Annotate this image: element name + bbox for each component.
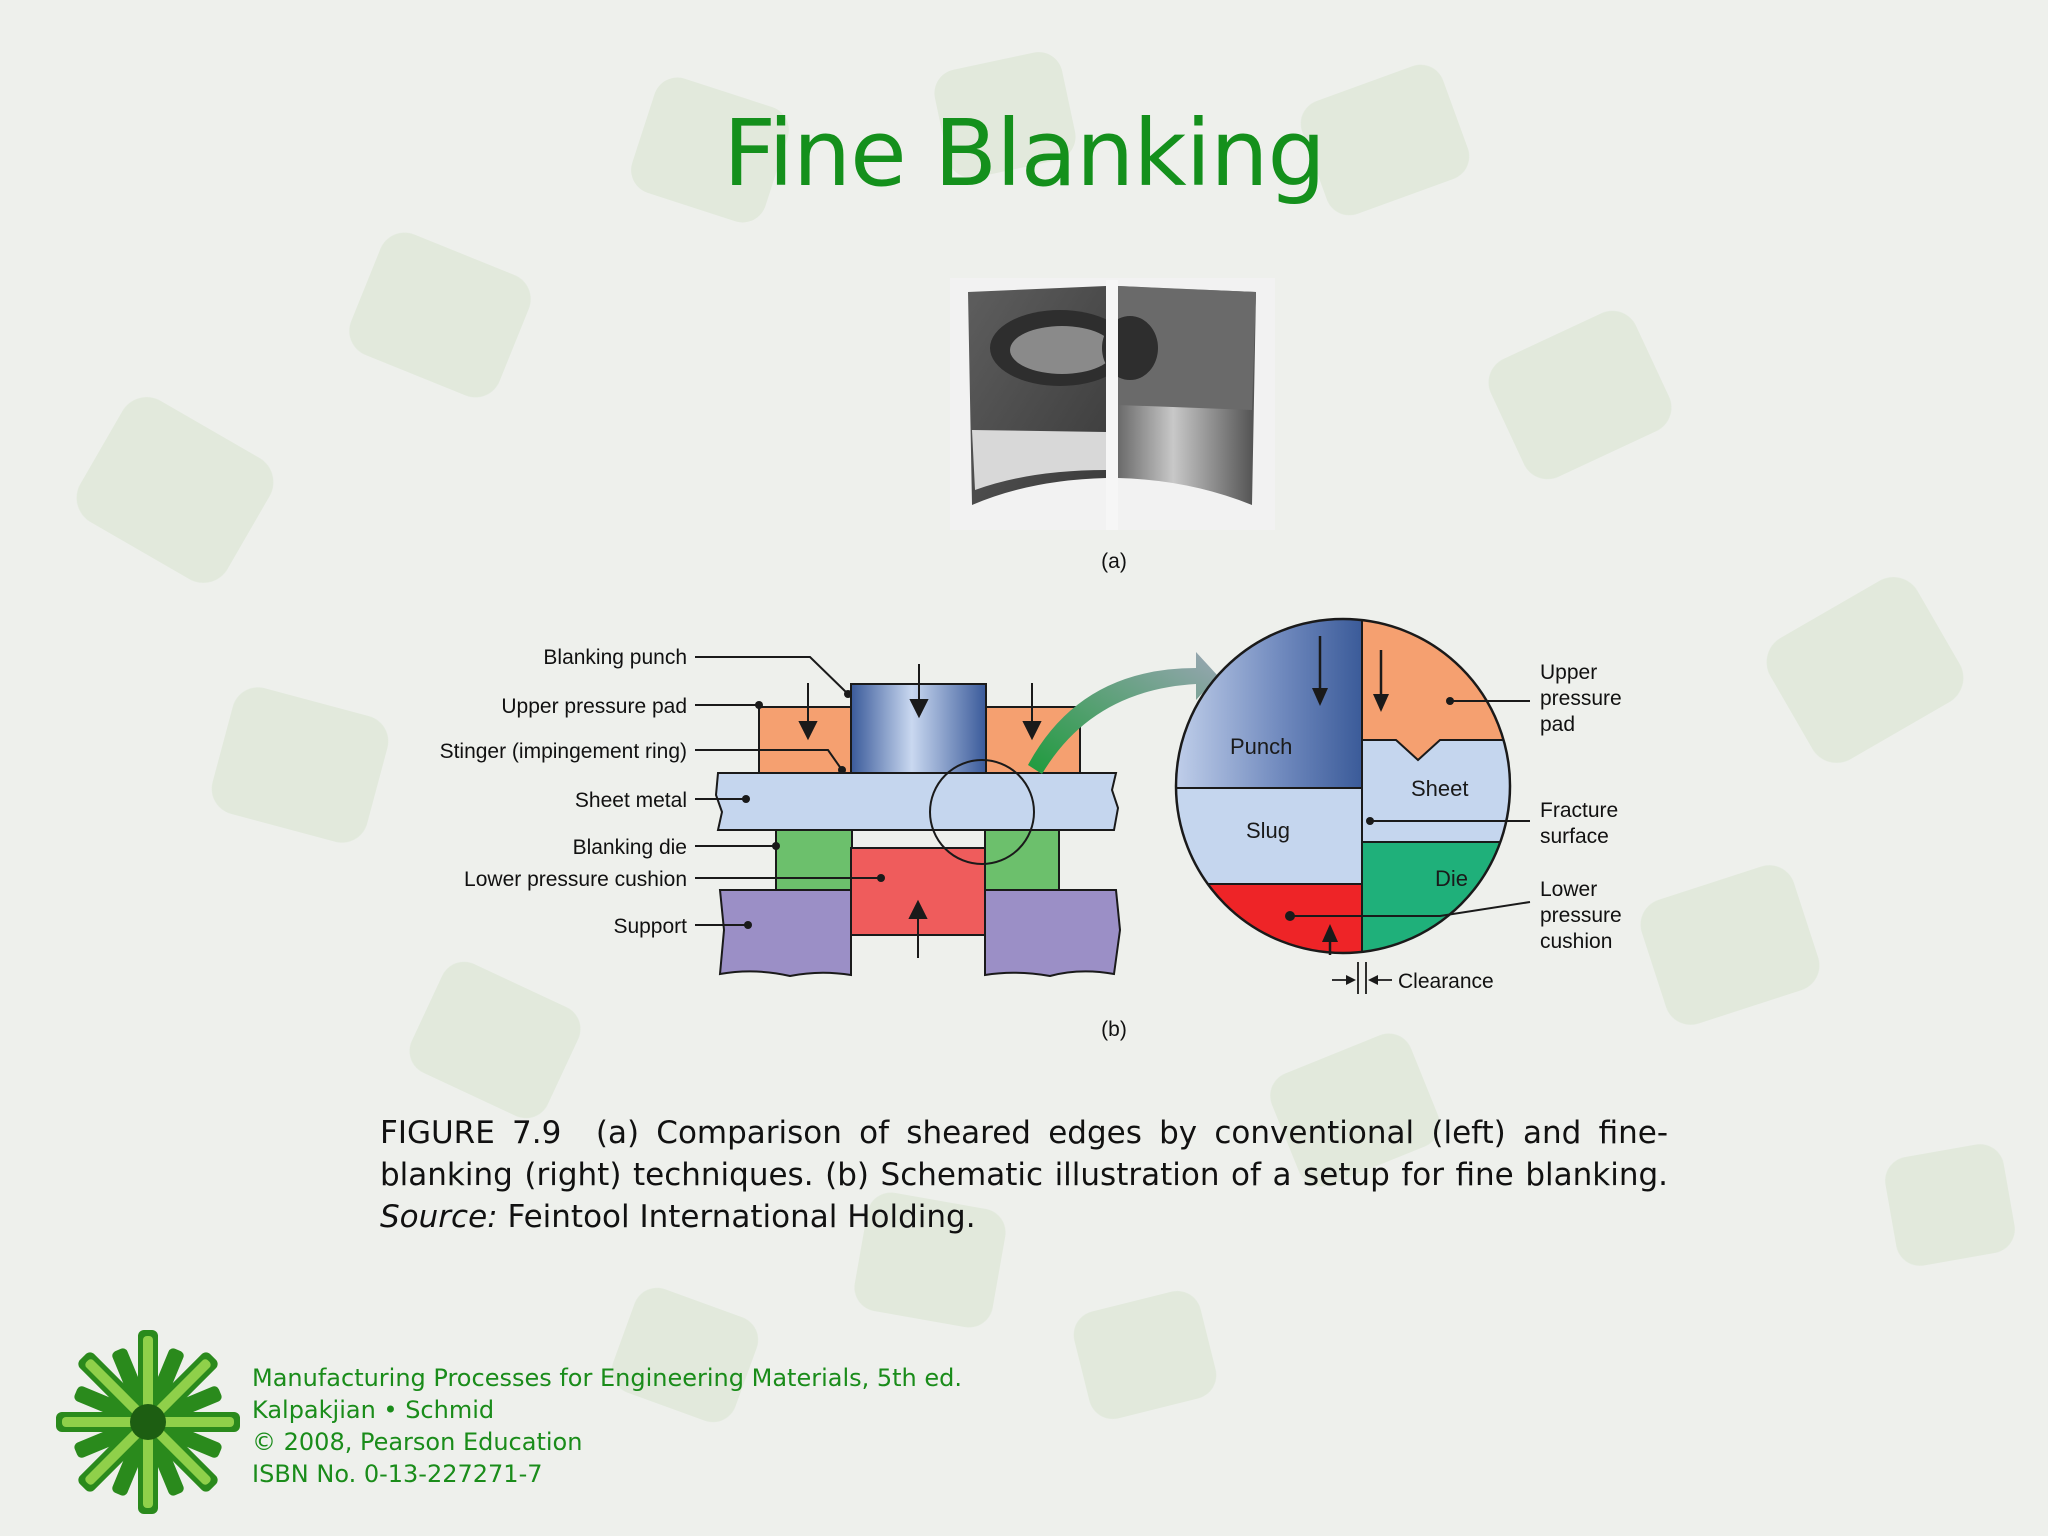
clearance-label: Clearance <box>1398 970 1494 993</box>
detail-circle-view <box>1174 617 1512 994</box>
label-blanking-die: Blanking die <box>573 836 687 859</box>
left-leader-lines <box>695 656 881 926</box>
blanking-setup-diagram <box>714 664 1122 978</box>
upper-pad-line-2: pressure <box>1540 687 1622 710</box>
caption-source: Feintool International Holding. <box>507 1199 976 1235</box>
publisher-logo <box>56 1330 240 1514</box>
lower-cushion-line-1: Lower <box>1540 878 1597 901</box>
footer-book-title: Manufacturing Processes for Engineering … <box>252 1364 963 1392</box>
detail-pointer-arrow <box>1028 652 1218 774</box>
caption-figure-label: FIGURE 7.9 <box>380 1115 562 1151</box>
slide-title: Fine Blanking <box>723 100 1326 207</box>
detail-leader-lines <box>1290 700 1531 917</box>
label-stinger: Stinger (impingement ring) <box>440 740 687 763</box>
detail-internal-labels: Punch Sheet Slug Die <box>1230 734 1469 891</box>
detail-external-labels: Upper pressure pad Fracture surface Lowe… <box>1398 661 1622 993</box>
detail-die-label: Die <box>1435 866 1468 891</box>
footer-authors: Kalpakjian • Schmid <box>252 1396 495 1424</box>
label-sheet-metal: Sheet metal <box>575 789 687 812</box>
fracture-line-1: Fracture <box>1540 799 1618 822</box>
label-blanking-punch: Blanking punch <box>543 646 687 669</box>
footer-isbn: ISBN No. 0-13-227271-7 <box>252 1460 543 1488</box>
label-upper-pressure-pad: Upper pressure pad <box>501 695 687 718</box>
panel-a-label: (a) <box>1101 550 1127 573</box>
detail-sheet-label: Sheet <box>1411 776 1469 801</box>
label-lower-pressure-cushion: Lower pressure cushion <box>464 868 687 891</box>
lower-cushion-line-3: cushion <box>1540 930 1612 953</box>
sheared-edges-photo <box>950 278 1275 530</box>
upper-pad-line-1: Upper <box>1540 661 1597 684</box>
lower-cushion-line-2: pressure <box>1540 904 1622 927</box>
detail-slug-label: Slug <box>1246 818 1290 843</box>
upper-pad-line-3: pad <box>1540 713 1575 736</box>
left-leader-dots <box>742 690 885 929</box>
label-support: Support <box>613 915 687 938</box>
caption-source-label: Source: <box>380 1199 498 1235</box>
detail-punch-label: Punch <box>1230 734 1292 759</box>
figure-caption: FIGURE 7.9 (a) Comparison of sheared edg… <box>380 1112 1668 1238</box>
caption-text: (a) Comparison of sheared edges by conve… <box>380 1115 1669 1193</box>
footer-citation: Manufacturing Processes for Engineering … <box>252 1362 962 1490</box>
footer-copyright: © 2008, Pearson Education <box>252 1428 583 1456</box>
panel-b-label: (b) <box>1101 1018 1127 1041</box>
fracture-line-2: surface <box>1540 825 1609 848</box>
left-labels: Blanking punch Upper pressure pad Stinge… <box>440 646 688 938</box>
